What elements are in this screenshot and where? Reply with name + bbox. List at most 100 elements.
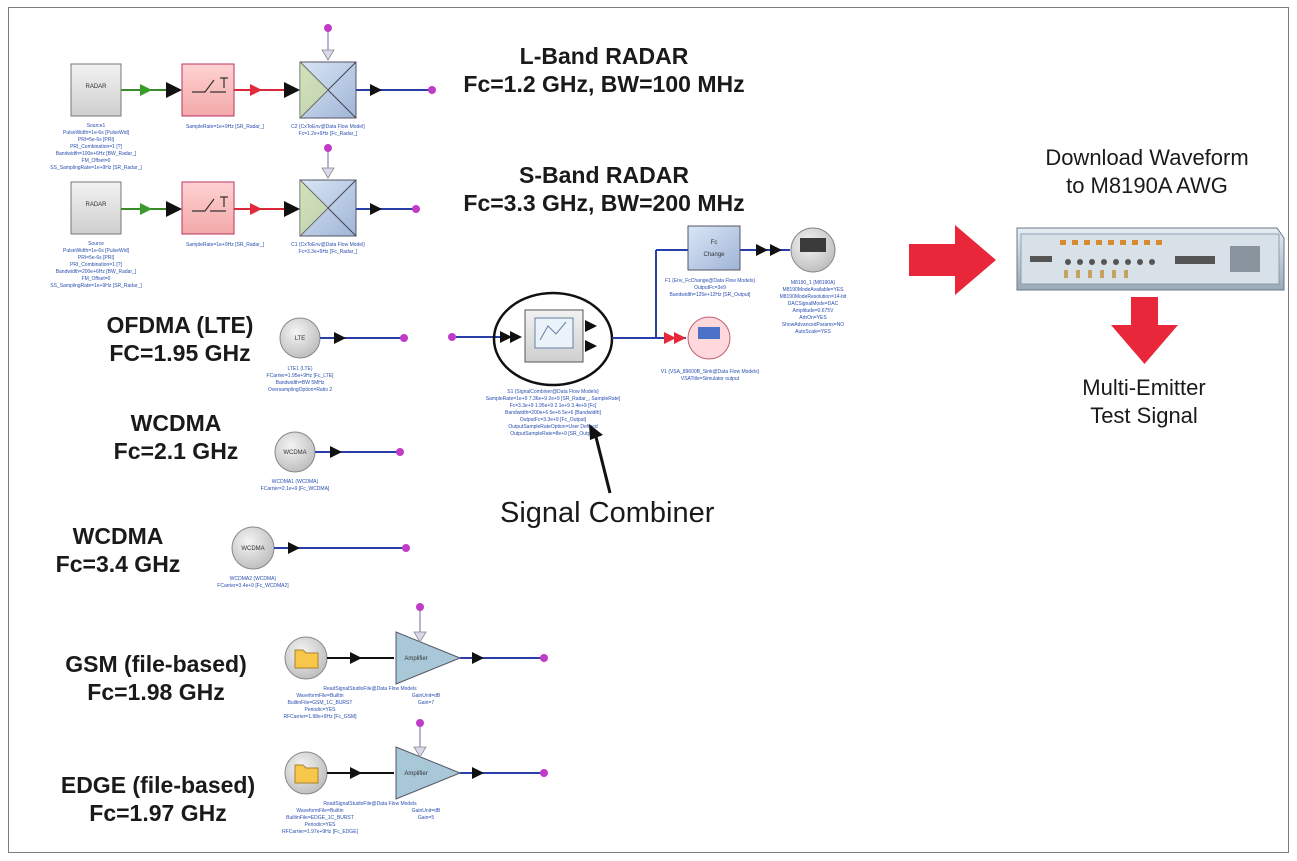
folder-icon (294, 649, 319, 669)
port-dot (324, 24, 332, 32)
gsm-chain: Amplifier ReadSignalStudioFile@Data Flow… (283, 603, 548, 720)
radar-block-label: RADAR (85, 84, 107, 90)
combiner-pointer-arrow (593, 432, 612, 494)
s-band-label: S-Band RADAR Fc=3.3 GHz, BW=200 MHz (424, 161, 784, 217)
amplifier-label: Amplifier (404, 771, 427, 777)
svg-text:BuiltinFile=EDGE_1C_BURST: BuiltinFile=EDGE_1C_BURST (286, 815, 354, 821)
svg-text:M8190ModeAvailable=YES: M8190ModeAvailable=YES (783, 287, 845, 293)
download-arrow (909, 225, 996, 295)
port-dot (412, 205, 420, 213)
l-band-label: L-Band RADAR Fc=1.2 GHz, BW=100 MHz (424, 42, 784, 98)
ofdma-params: FC=1.95 GHz (109, 340, 251, 366)
svg-text:M8190ModeResolution=14-bit: M8190ModeResolution=14-bit (780, 294, 847, 300)
svg-text:FCarrier=1.95e+9Hz [Fc_LTE]: FCarrier=1.95e+9Hz [Fc_LTE] (267, 373, 334, 379)
download-line1: Download Waveform (1045, 145, 1249, 170)
s-band-chain: RADAR Source PulseWidth=1e-6s [PulseWid]… (50, 144, 420, 289)
svg-text:LTE1 (LTE): LTE1 (LTE) (287, 366, 312, 372)
svg-text:WaveformFile=Builtin: WaveformFile=Builtin (296, 808, 343, 814)
wcdma2-label: WCDMA Fc=3.4 GHz (38, 522, 198, 578)
svg-text:RFCarrier=1.97e+9Hz [Fc_EDGE]: RFCarrier=1.97e+9Hz [Fc_EDGE] (282, 829, 358, 835)
svg-text:Fc=1.2e+9Hz [Fc_Radar_]: Fc=1.2e+9Hz [Fc_Radar_] (299, 131, 359, 137)
svg-text:FCarrier=2.1e+9 [Fc_WCDMA]: FCarrier=2.1e+9 [Fc_WCDMA] (261, 486, 330, 492)
output-line2: Test Signal (1090, 403, 1198, 428)
gsm-label: GSM (file-based) Fc=1.98 GHz (36, 650, 276, 706)
svg-text:C2 {CxToEnv@Data Flow Model}: C2 {CxToEnv@Data Flow Model} (291, 124, 365, 130)
flow-arrow (250, 84, 262, 96)
svg-text:FM_Offset=0: FM_Offset=0 (82, 276, 111, 282)
svg-text:Bandwidth=BW 5MHz: Bandwidth=BW 5MHz (276, 380, 325, 386)
svg-text:Bandwidth=125e+12Hz [SR_Output: Bandwidth=125e+12Hz [SR_Output] (670, 292, 751, 298)
download-line2: to M8190A AWG (1066, 173, 1228, 198)
svg-text:Periodic=YES: Periodic=YES (305, 822, 337, 828)
svg-text:M8190_1 {M8190A}: M8190_1 {M8190A} (791, 280, 836, 286)
svg-text:PRI_Combination=1 [?]: PRI_Combination=1 [?] (70, 262, 122, 268)
svg-text:Amplitude=0.675V: Amplitude=0.675V (792, 308, 834, 314)
l-band-title: L-Band RADAR (519, 43, 689, 69)
folder-icon (294, 764, 319, 784)
edge-chain: Amplifier ReadSignalStudioFile@Data Flow… (282, 719, 548, 835)
amplifier-block (395, 746, 462, 800)
gsm-params: Fc=1.98 GHz (87, 679, 225, 705)
svg-text:WaveformFile=Builtin: WaveformFile=Builtin (296, 693, 343, 699)
amplifier-block (395, 631, 462, 685)
svg-text:OutputFc=3e9: OutputFc=3e9 (694, 285, 726, 291)
svg-text:WCDMA2 (WCDMA): WCDMA2 (WCDMA) (230, 576, 277, 582)
port-dot (428, 86, 436, 94)
svg-text:FCarrier=3.4e+9 [Fc_WCDMA2]: FCarrier=3.4e+9 [Fc_WCDMA2] (217, 583, 289, 589)
ofdma-label: OFDMA (LTE) FC=1.95 GHz (80, 311, 280, 367)
svg-text:Fc=3.3e+9 1.95e+9 2.1e+9 3.4e+: Fc=3.3e+9 1.95e+9 2.1e+9 3.4e+9 [Fc] (510, 403, 597, 409)
svg-text:ArbOn=YES: ArbOn=YES (799, 315, 827, 321)
flow-arrow (140, 84, 152, 96)
lte-chain: LTE LTE1 (LTE) FCarrier=1.95e+9Hz [Fc_LT… (267, 317, 408, 393)
svg-text:SampleRate=1e+9Hz [SR_Radar_]: SampleRate=1e+9Hz [SR_Radar_] (186, 242, 265, 248)
wcdma2-title: WCDMA (72, 523, 164, 549)
svg-text:OutputFc=3.3e+9 [Fc_Output]: OutputFc=3.3e+9 [Fc_Output] (520, 417, 587, 423)
wcdma1-chain: WCDMA WCDMA1 (WCDMA) FCarrier=2.1e+9 [Fc… (261, 431, 404, 492)
svg-text:FM_Offset=0: FM_Offset=0 (82, 158, 111, 164)
output-label: Multi-Emitter Test Signal (1044, 374, 1244, 430)
ofdma-title: OFDMA (LTE) (106, 312, 254, 338)
svg-text:DACSignalMode=DAC: DACSignalMode=DAC (788, 301, 839, 307)
svg-text:SS_SamplingRate=1e+9Hz [SR_Rad: SS_SamplingRate=1e+9Hz [SR_Radar_] (50, 165, 142, 171)
svg-text:Periodic=YES: Periodic=YES (305, 707, 337, 713)
output-section: Fc Change F1 {Env_FcChange@Data Flow Mod… (661, 225, 847, 382)
s-band-title: S-Band RADAR (519, 162, 689, 188)
fc-change-block (687, 225, 741, 271)
svg-text:SS_SamplingRate=1e+9Hz [SR_Rad: SS_SamplingRate=1e+9Hz [SR_Radar_] (50, 283, 142, 289)
wcdma1-label: WCDMA Fc=2.1 GHz (96, 409, 256, 465)
svg-text:OutputSampleRateOption=User De: OutputSampleRateOption=User Defined (508, 424, 598, 430)
svg-text:F1 {Env_FcChange@Data Flow Mod: F1 {Env_FcChange@Data Flow Models} (665, 278, 755, 284)
wcdma2-chain: WCDMA WCDMA2 (WCDMA) FCarrier=3.4e+9 [Fc… (217, 526, 410, 589)
lte-source-label: LTE (295, 336, 306, 342)
edge-title: EDGE (file-based) (60, 772, 256, 798)
output-arrow (1111, 297, 1178, 364)
output-line1: Multi-Emitter (1082, 375, 1206, 400)
svg-text:Source: Source (88, 241, 104, 247)
combiner-section: S1 {SignalCombiner@Data Flow Models} Sam… (448, 249, 688, 494)
radar-source-block (70, 63, 122, 117)
pulse-block (181, 63, 235, 117)
svg-text:PRI=5e-6s [PRI]: PRI=5e-6s [PRI] (78, 137, 115, 143)
svg-text:WCDMA1 (WCDMA): WCDMA1 (WCDMA) (272, 479, 319, 485)
svg-text:Bandwidth=100e+6Hz [BW_Radar_]: Bandwidth=100e+6Hz [BW_Radar_] (56, 151, 137, 157)
svg-text:RFCarrier=1.98e+9Hz [Fc_GSM]: RFCarrier=1.98e+9Hz [Fc_GSM] (283, 714, 357, 720)
radar-block-label: RADAR (85, 202, 107, 208)
radar-source-block (70, 181, 122, 235)
svg-text:OversamplingOption=Ratio 2: OversamplingOption=Ratio 2 (268, 387, 333, 393)
diagram-frame (8, 7, 1289, 853)
svg-text:SampleRate=1e+9Hz [SR_Radar_]: SampleRate=1e+9Hz [SR_Radar_] (186, 124, 265, 130)
amplifier-label: Amplifier (404, 656, 427, 662)
l-band-params: Fc=1.2 GHz, BW=100 MHz (463, 71, 745, 97)
svg-text:OutputSampleRate=8e+9 [SR_Outp: OutputSampleRate=8e+9 [SR_Output] (510, 431, 596, 437)
s-band-params: Fc=3.3 GHz, BW=200 MHz (463, 190, 745, 216)
svg-text:PulseWidth=1e-6s [PulseWid]: PulseWidth=1e-6s [PulseWid] (63, 248, 130, 254)
svg-text:PRI_Combination=1 [?]: PRI_Combination=1 [?] (70, 144, 122, 150)
download-label: Download Waveform to M8190A AWG (1007, 144, 1287, 200)
svg-text:PRI=5e-6s [PRI]: PRI=5e-6s [PRI] (78, 255, 115, 261)
svg-text:BuiltinFile=GSM_1C_BURST: BuiltinFile=GSM_1C_BURST (288, 700, 353, 706)
svg-text:ShowAdvancedParams=NO: ShowAdvancedParams=NO (782, 322, 845, 328)
wcdma1-title: WCDMA (130, 410, 222, 436)
svg-text:SampleRate=1e+9 7.36e+9 2e+9 [: SampleRate=1e+9 7.36e+9 2e+9 [SR_Radar_,… (486, 396, 621, 402)
m8190a-awg-instrument (1016, 227, 1285, 291)
